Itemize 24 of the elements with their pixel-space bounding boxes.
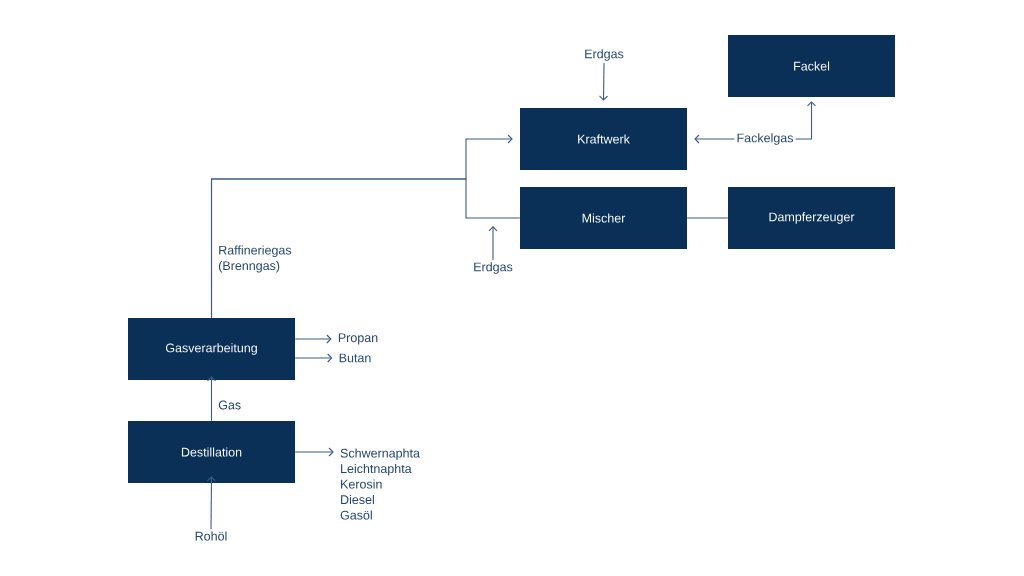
arrow [694, 134, 735, 144]
process-box: Dampferzeuger [728, 187, 895, 249]
flow-label: Schwernaphta Leichtnaphta Kerosin Diesel Gasöl [340, 448, 420, 520]
flow-label: Erdgas [474, 262, 513, 274]
process-box: Kraftwerk [520, 108, 687, 170]
flow-label: Rohöl [195, 531, 227, 541]
edge-label: Gas [217, 399, 243, 411]
flow-label: Butan [339, 353, 371, 363]
arrow [294, 353, 333, 363]
process-box: Fackel [728, 35, 895, 97]
arrow [294, 334, 332, 344]
process-box: Destillation [128, 421, 295, 483]
arrow [206, 476, 216, 530]
arrow [206, 376, 217, 422]
edge-label: Raffineriegas (Brenngas) [217, 244, 302, 274]
flow-label: Fackelgas [737, 133, 794, 145]
arrow [599, 62, 609, 101]
arrow [488, 226, 498, 261]
flow-label: Erdgas [585, 49, 624, 61]
process-box: Gasverarbeitung [128, 318, 295, 380]
flow-label: Propan [338, 333, 378, 345]
arrow [294, 447, 334, 457]
arrow [795, 101, 817, 140]
process-box: Mischer [520, 187, 687, 249]
